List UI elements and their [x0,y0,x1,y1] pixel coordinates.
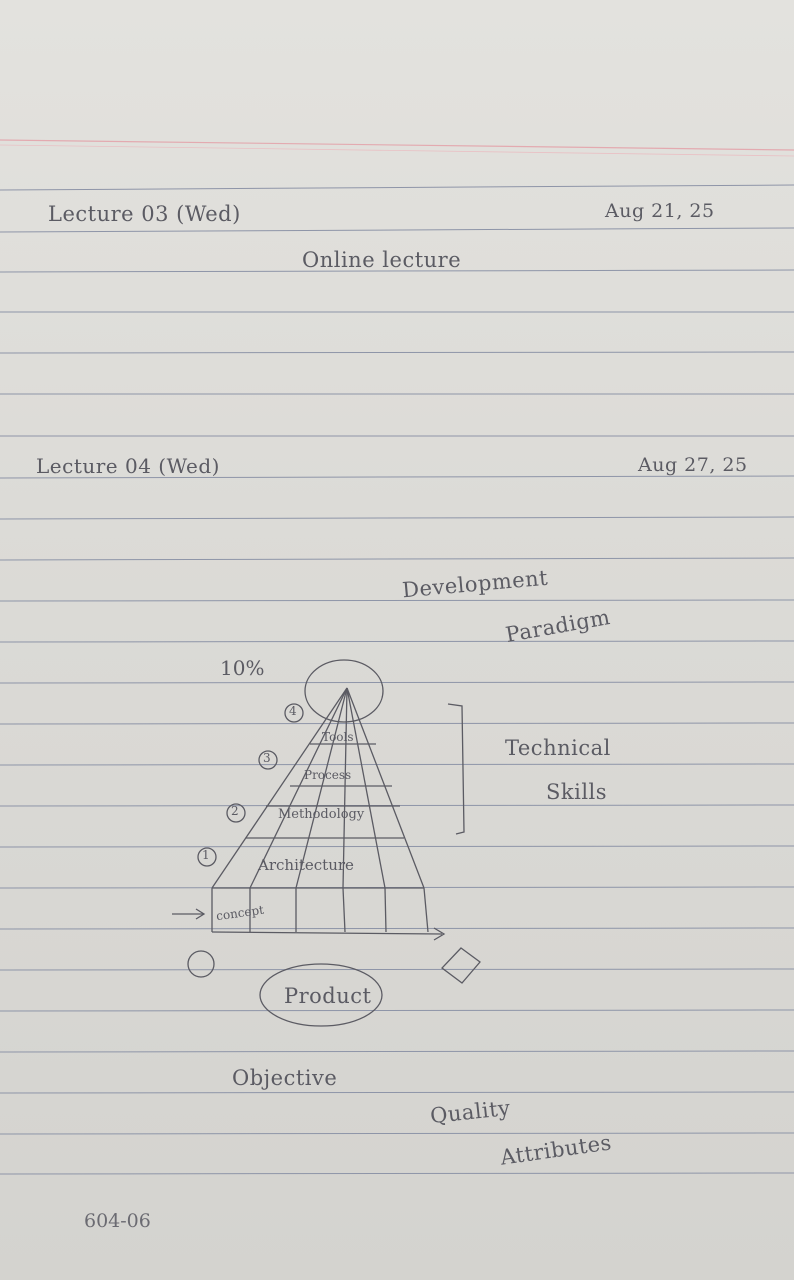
level-label-process: Process [304,768,352,782]
paradigm-pyramid [172,659,481,1027]
page-code: 604-06 [84,1210,151,1232]
lecture-03-title: Lecture 03 (Wed) [48,202,241,226]
lecture-04-date: Aug 27, 25 [638,454,748,476]
product-label: Product [284,984,372,1008]
level-label-tools: Tools [322,730,354,744]
level-number-2: 2 [231,804,239,818]
lecture-03-note: Online lecture [302,248,462,272]
level-label-architecture: Architecture [258,856,354,874]
level-label-methodology: Methodology [278,807,365,822]
percent-label: 10% [220,656,265,680]
level-number-3: 3 [263,751,271,765]
bracket-label-technical: Technical [505,736,611,760]
lecture-03-date: Aug 21, 25 [605,200,715,222]
bracket-label-skills: Skills [546,780,608,804]
level-number-1: 1 [202,848,210,862]
objective-label: Objective [232,1066,338,1090]
lecture-04-title: Lecture 04 (Wed) [36,454,220,478]
level-number-4: 4 [289,704,297,718]
